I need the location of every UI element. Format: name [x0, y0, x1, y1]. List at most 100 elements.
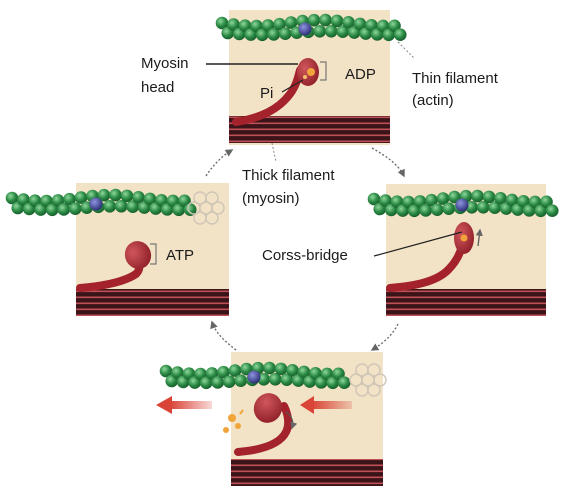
actin-subunit [63, 192, 76, 206]
actin-subunit [263, 361, 276, 375]
actin-subunit [332, 367, 345, 381]
force-arrow-left [156, 396, 212, 414]
thick-filament-label-line2: (myosin) [242, 190, 300, 207]
actin-subunit [393, 28, 407, 41]
actin-subunit [319, 13, 332, 27]
released-actin-outline-left [187, 191, 225, 225]
actin-subunit [178, 194, 191, 208]
adp-label: ADP [345, 66, 376, 83]
released-actin-outline-bottom [349, 363, 387, 397]
actin-subunit [330, 14, 344, 28]
actin-subunit [222, 375, 236, 388]
thin-filament-top [215, 13, 407, 42]
actin-subunit [419, 204, 433, 217]
actin-subunit [278, 27, 292, 40]
actin-subunit [215, 16, 229, 30]
thin-filament-right [367, 189, 559, 218]
actin-subunit [217, 365, 230, 379]
myosin-binding-site [89, 197, 103, 211]
actin-subunit [382, 28, 396, 42]
thin-filament-bottom [159, 361, 351, 390]
actin-subunit [109, 188, 122, 202]
myosin-head-left [76, 241, 152, 292]
myosin-head-bottom [234, 393, 298, 456]
thick-filament-right [386, 289, 546, 316]
thin-filament-leader [397, 41, 415, 59]
actin-subunit [274, 362, 288, 376]
actin-subunit [103, 199, 117, 213]
released-phosphate [223, 409, 244, 433]
actin-subunit [286, 364, 299, 377]
actin-subunit [17, 193, 30, 206]
actin-subunit [238, 19, 252, 32]
actin-subunit [324, 24, 338, 38]
myosin-head-right [386, 222, 483, 292]
actin-subunit [28, 194, 42, 207]
actin-subunit [407, 204, 421, 218]
actin-subunit [280, 373, 294, 387]
myosin-head-label-line1: Myosin [141, 55, 189, 72]
thick-filament-left [76, 289, 229, 316]
actin-subunit [336, 25, 350, 39]
actin-subunit [74, 191, 88, 204]
myosin-binding-site [247, 370, 261, 384]
actin-subunit [390, 195, 404, 208]
atp-label: ATP [166, 247, 195, 264]
actin-subunit [505, 193, 519, 207]
actin-subunit [494, 192, 507, 205]
thick-filaments [76, 116, 546, 486]
actin-subunit [57, 203, 71, 216]
actin-subunit [159, 364, 173, 378]
actin-subunit [545, 204, 559, 217]
myosin-head-label-line2: head [141, 79, 175, 96]
pi-label: Pi [260, 85, 274, 102]
actin-subunit [488, 201, 502, 215]
actin-subunit [425, 193, 438, 207]
actin-subunit [97, 188, 111, 202]
actin-subunit [367, 192, 381, 206]
cross-bridge-leader [373, 231, 463, 257]
actin-subunit [436, 192, 450, 205]
actin-subunit [297, 365, 311, 379]
adp-bracket [320, 61, 327, 81]
actin-subunit [171, 366, 184, 379]
actin-subunit [51, 194, 65, 207]
myosin-head-top [232, 58, 319, 126]
actin-subunit [155, 193, 168, 207]
actin-subunit [430, 203, 444, 216]
actin-subunit [257, 372, 271, 386]
thin-filament-label-line1: Thin filament [412, 70, 498, 87]
actin-subunit [388, 19, 401, 33]
actin-subunit [143, 192, 157, 206]
cycle-arrow-top-right [371, 147, 405, 178]
cycle-arrow-left-top [205, 149, 234, 177]
actin-subunit [326, 376, 340, 390]
atp-bracket [150, 243, 157, 265]
actin-subunit [182, 367, 196, 380]
actin-subunit [199, 376, 213, 390]
actin-subunit [365, 18, 378, 32]
actin-subunit [517, 194, 530, 208]
actin-subunit [5, 191, 19, 205]
pi-leader [281, 79, 304, 93]
cycle-arrow-right-bottom [370, 323, 399, 351]
actin-subunit [68, 202, 82, 215]
actin-subunit [205, 367, 219, 380]
actin-subunit [45, 203, 59, 217]
actin-subunit [268, 372, 282, 386]
actin-subunit [114, 199, 128, 213]
actin-subunit [261, 19, 275, 32]
actin-subunit [442, 202, 456, 216]
cross-bridge-label: Corss-bridge [262, 247, 348, 264]
actin-subunit [120, 189, 134, 203]
actin-subunit [309, 366, 322, 380]
actin-subunit [379, 194, 392, 207]
actin-subunit [255, 28, 269, 42]
actin-subunit [273, 17, 286, 31]
actin-subunit [465, 200, 479, 214]
actin-subunit [284, 16, 298, 29]
actin-subunit [307, 13, 321, 27]
thick-filament-leader [271, 142, 277, 163]
force-arrow-right [300, 396, 352, 414]
